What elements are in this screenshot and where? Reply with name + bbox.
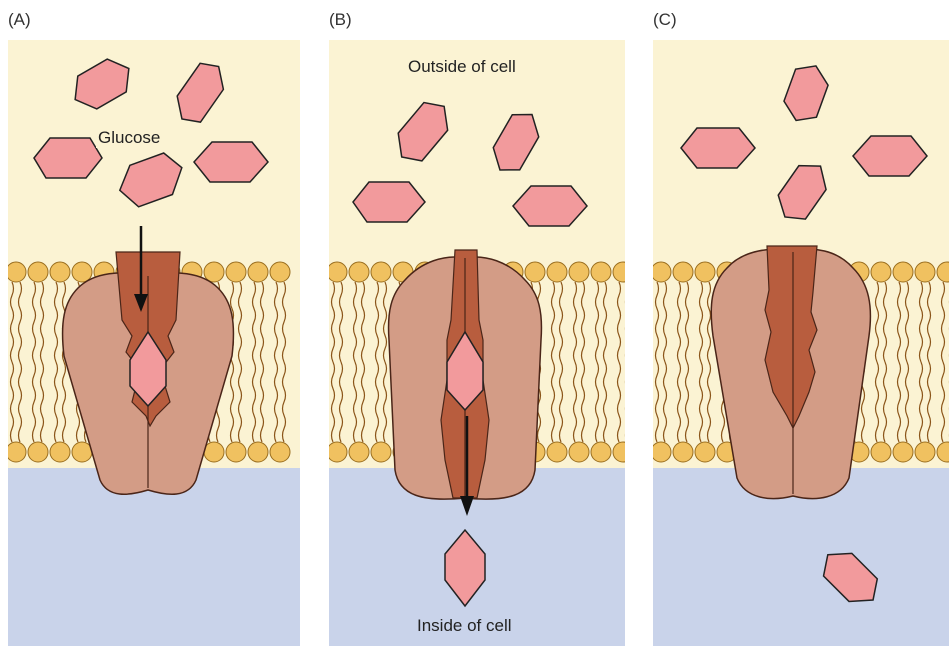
lipid-head xyxy=(569,262,589,282)
lipid-head xyxy=(226,442,246,462)
lipid-head xyxy=(525,262,545,282)
panel-label-a: (A) xyxy=(8,10,31,30)
lipid-head xyxy=(270,262,290,282)
transporter-protein xyxy=(711,246,870,499)
panel-label-b: (B) xyxy=(329,10,352,30)
lipid-head xyxy=(547,262,567,282)
panel-c xyxy=(653,40,949,646)
lipid-head xyxy=(349,442,369,462)
lipid-head xyxy=(28,262,48,282)
lipid-head xyxy=(871,262,891,282)
lipid-head xyxy=(204,262,224,282)
outside-of-cell-label: Outside of cell xyxy=(408,57,516,77)
lipid-head xyxy=(591,262,611,282)
lipid-head xyxy=(248,442,268,462)
lipid-head xyxy=(695,262,715,282)
lipid-head xyxy=(371,262,391,282)
lipid-head xyxy=(72,262,92,282)
lipid-head xyxy=(226,262,246,282)
lipid-head xyxy=(50,442,70,462)
lipid-head xyxy=(547,442,567,462)
lipid-head xyxy=(871,442,891,462)
glucose-label: Glucose xyxy=(96,128,162,148)
lipid-head xyxy=(653,262,671,282)
lipid-head xyxy=(915,262,935,282)
lipid-head xyxy=(8,442,26,462)
inside-region xyxy=(8,468,300,646)
lipid-head xyxy=(329,262,347,282)
lipid-head xyxy=(270,442,290,462)
lipid-head xyxy=(893,262,913,282)
lipid-head xyxy=(329,442,347,462)
lipid-head xyxy=(591,442,611,462)
lipid-head xyxy=(248,262,268,282)
lipid-head xyxy=(8,262,26,282)
inside-of-cell-label: Inside of cell xyxy=(417,616,512,636)
lipid-head xyxy=(371,442,391,462)
lipid-head xyxy=(915,442,935,462)
lipid-head xyxy=(569,442,589,462)
lipid-head xyxy=(695,442,715,462)
panel-b xyxy=(329,40,625,646)
lipid-head xyxy=(349,262,369,282)
lipid-head xyxy=(28,442,48,462)
lipid-head xyxy=(673,262,693,282)
lipid-head xyxy=(204,442,224,462)
lipid-head xyxy=(50,262,70,282)
lipid-head xyxy=(673,442,693,462)
lipid-head xyxy=(653,442,671,462)
panel-label-c: (C) xyxy=(653,10,677,30)
lipid-head xyxy=(72,442,92,462)
lipid-head xyxy=(893,442,913,462)
